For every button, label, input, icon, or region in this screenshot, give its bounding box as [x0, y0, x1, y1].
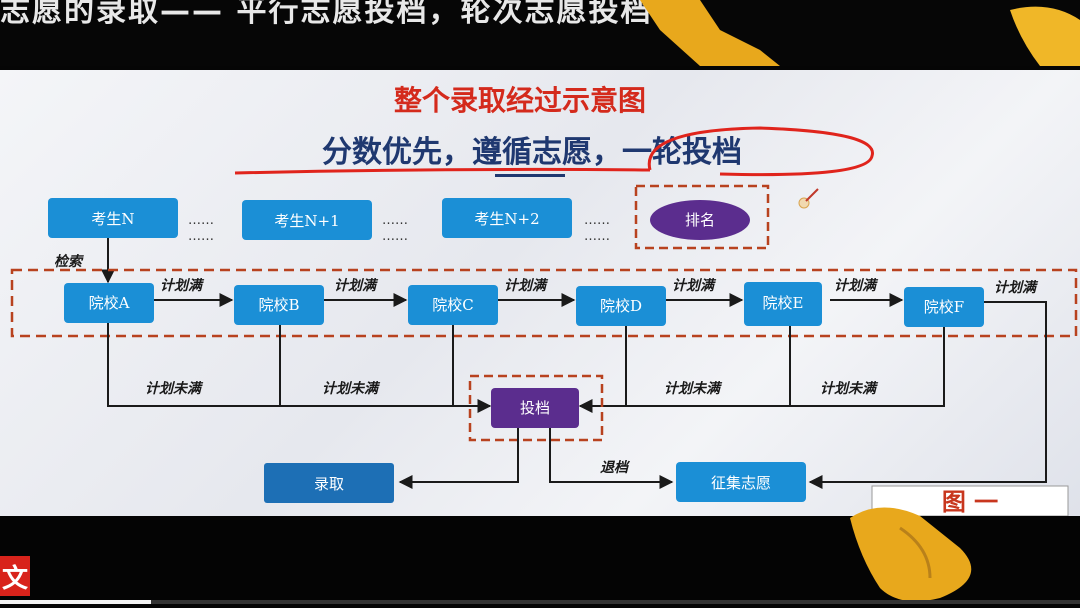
figure-label: 图 一	[942, 488, 998, 516]
plan-full-label: 计划满	[334, 277, 379, 294]
rank-label: 排名	[685, 211, 715, 229]
candidate-box-n: 考生N	[48, 198, 178, 238]
plan-not-full-label: 计划未满	[322, 380, 381, 397]
ellipsis-3b: ……	[584, 229, 610, 244]
plan-full-label: 计划满	[672, 277, 717, 294]
candidate-label: 考生N	[91, 210, 134, 228]
plan-full-label: 计划满	[994, 279, 1039, 296]
ellipsis-2: ……	[382, 213, 408, 228]
plan-not-full-line-f	[578, 327, 945, 413]
toudang-to-luqu-line	[398, 428, 519, 489]
luqu-label: 录取	[314, 475, 344, 493]
plan-not-full-line-a	[107, 323, 492, 413]
school-box-d: 院校D	[576, 286, 666, 326]
toudang-label: 投档	[520, 399, 550, 417]
top-banner-text: 志愿的录取—— 平行志愿投档，轮次志愿投档	[0, 0, 653, 29]
school-label: 院校C	[432, 296, 473, 314]
zhengji-label: 征集志愿	[711, 474, 771, 492]
video-top-strip: 志愿的录取—— 平行志愿投档，轮次志愿投档	[0, 0, 1080, 66]
school-box-b: 院校B	[234, 285, 324, 325]
figure-label-box: 图 一	[871, 485, 1069, 516]
ellipsis-1b: ……	[188, 229, 214, 244]
search-label: 检索	[54, 253, 84, 270]
flowchart: 整个录取经过示意图 分数优先，遵循志愿，一轮投档 考生N …… …… 考生N+1…	[10, 84, 1078, 516]
school-box-f: 院校F	[904, 287, 984, 327]
plan-not-full-label: 计划未满	[145, 380, 204, 397]
luqu-box: 录取	[264, 463, 394, 503]
video-progress-fill	[0, 600, 152, 604]
tuidang-label: 退档	[600, 459, 631, 476]
slide-subtitle: 分数优先，遵循志愿，一轮投档	[322, 135, 742, 170]
ellipsis-3: ……	[584, 213, 610, 228]
rank-ellipse: 排名	[650, 200, 750, 240]
school-label: 院校A	[89, 294, 130, 312]
plan-full-label: 计划满	[834, 277, 879, 294]
toudang-to-collect-line	[549, 428, 674, 489]
gold-decoration-top-icon	[640, 0, 1080, 66]
school-label: 院校E	[763, 294, 804, 312]
school-label: 院校F	[924, 298, 964, 316]
gold-decoration-bottom-icon	[850, 507, 972, 602]
candidate-box-n1: 考生N+1	[242, 200, 372, 240]
school-label: 院校D	[600, 297, 642, 315]
rank-dashed-box	[634, 184, 770, 250]
plan-not-full-label: 计划未满	[664, 380, 723, 397]
slide-title: 整个录取经过示意图	[394, 84, 646, 117]
candidate-label: 考生N+1	[274, 212, 339, 230]
corner-badge: 文	[0, 556, 30, 596]
ellipsis-1: ……	[188, 213, 214, 228]
video-progress-track[interactable]	[0, 600, 1080, 604]
plan-full-label: 计划满	[504, 277, 549, 294]
plan-full-label: 计划满	[160, 277, 205, 294]
f-to-collect-line	[808, 301, 1047, 489]
school-label: 院校B	[258, 296, 299, 314]
candidate-box-n2: 考生N+2	[442, 198, 572, 238]
slide: 整个录取经过示意图 分数优先，遵循志愿，一轮投档 考生N …… …… 考生N+1…	[0, 70, 1080, 516]
cursor-icon	[798, 188, 819, 209]
plan-not-full-label: 计划未满	[820, 380, 879, 397]
subtitle-underline-mark	[495, 174, 565, 177]
schools-dashed-box	[10, 268, 1078, 338]
zhengji-box: 征集志愿	[676, 462, 806, 502]
candidate-label: 考生N+2	[474, 210, 539, 228]
ellipsis-2b: ……	[382, 229, 408, 244]
school-box-c: 院校C	[408, 285, 498, 325]
toudang-box: 投档	[491, 388, 579, 428]
red-circle-annotation	[647, 126, 874, 177]
red-underline-annotation	[234, 167, 651, 175]
school-box-e: 院校E	[744, 282, 822, 326]
school-box-a: 院校A	[64, 283, 154, 323]
